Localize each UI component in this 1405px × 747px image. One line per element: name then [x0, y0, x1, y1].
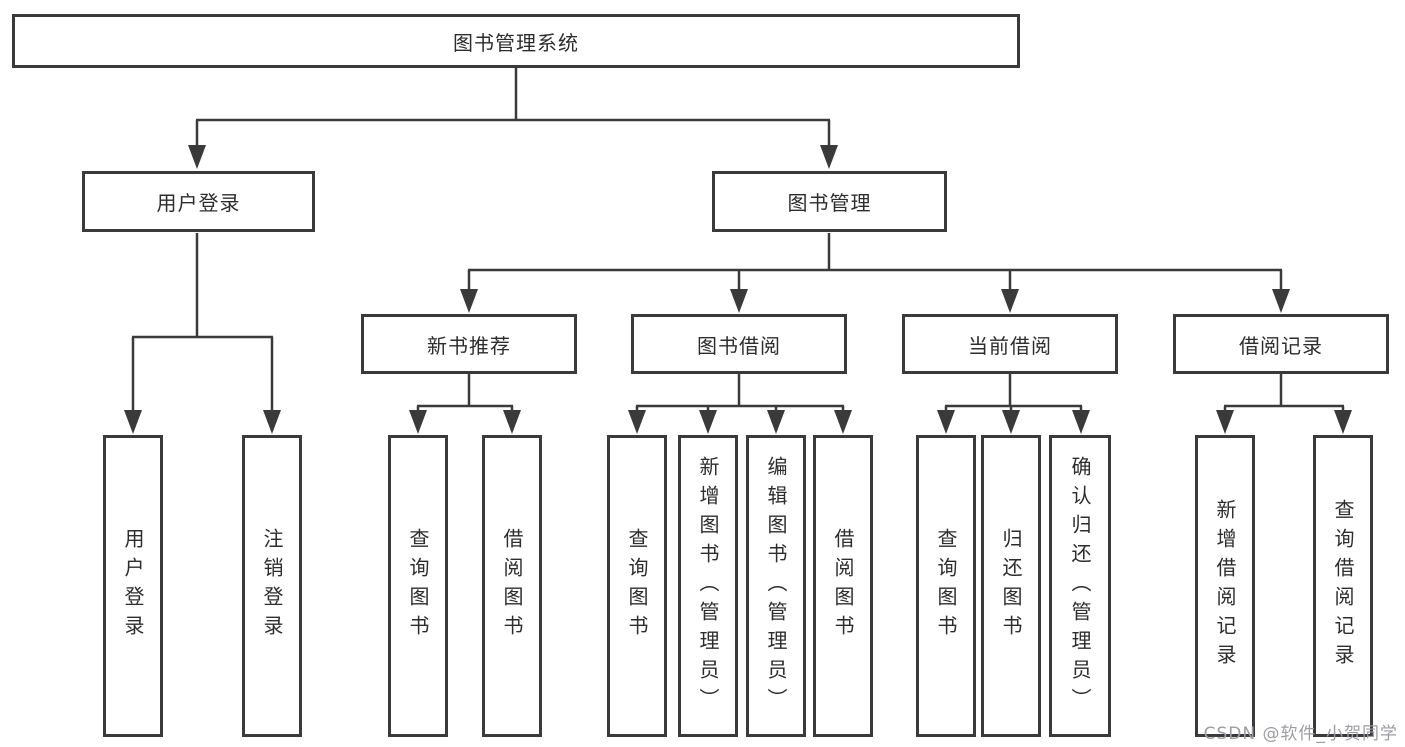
- leaf-confirm-return-admin: 确认归还（管理员）: [1049, 435, 1111, 737]
- leaf-add-borrow-record: 新增借阅记录: [1195, 435, 1255, 737]
- node-book-management: 图书管理: [712, 171, 947, 232]
- node-borrowing-records: 借阅记录: [1173, 314, 1389, 374]
- node-current-borrowing: 当前借阅: [902, 314, 1118, 374]
- node-new-book-recommend: 新书推荐: [361, 314, 577, 374]
- leaf-logout: 注销登录: [242, 435, 302, 737]
- leaf-add-book-admin: 新增图书（管理员）: [678, 435, 738, 737]
- leaf-borrow-books-1: 借阅图书: [482, 435, 542, 737]
- leaf-return-book: 归还图书: [981, 435, 1041, 737]
- node-book-borrowing: 图书借阅: [631, 314, 847, 374]
- leaf-query-books-1: 查询图书: [388, 435, 448, 737]
- leaf-query-books-2: 查询图书: [607, 435, 667, 737]
- leaf-query-borrow-record: 查询借阅记录: [1313, 435, 1373, 737]
- node-user-login: 用户登录: [82, 171, 315, 232]
- leaf-borrow-books-2: 借阅图书: [813, 435, 873, 737]
- node-library-system: 图书管理系统: [12, 14, 1020, 68]
- leaf-user-login: 用户登录: [103, 435, 163, 737]
- watermark: CSDN @软件_小贺同学: [1203, 724, 1398, 744]
- leaf-edit-book-admin: 编辑图书（管理员）: [746, 435, 806, 737]
- leaf-query-books-3: 查询图书: [916, 435, 976, 737]
